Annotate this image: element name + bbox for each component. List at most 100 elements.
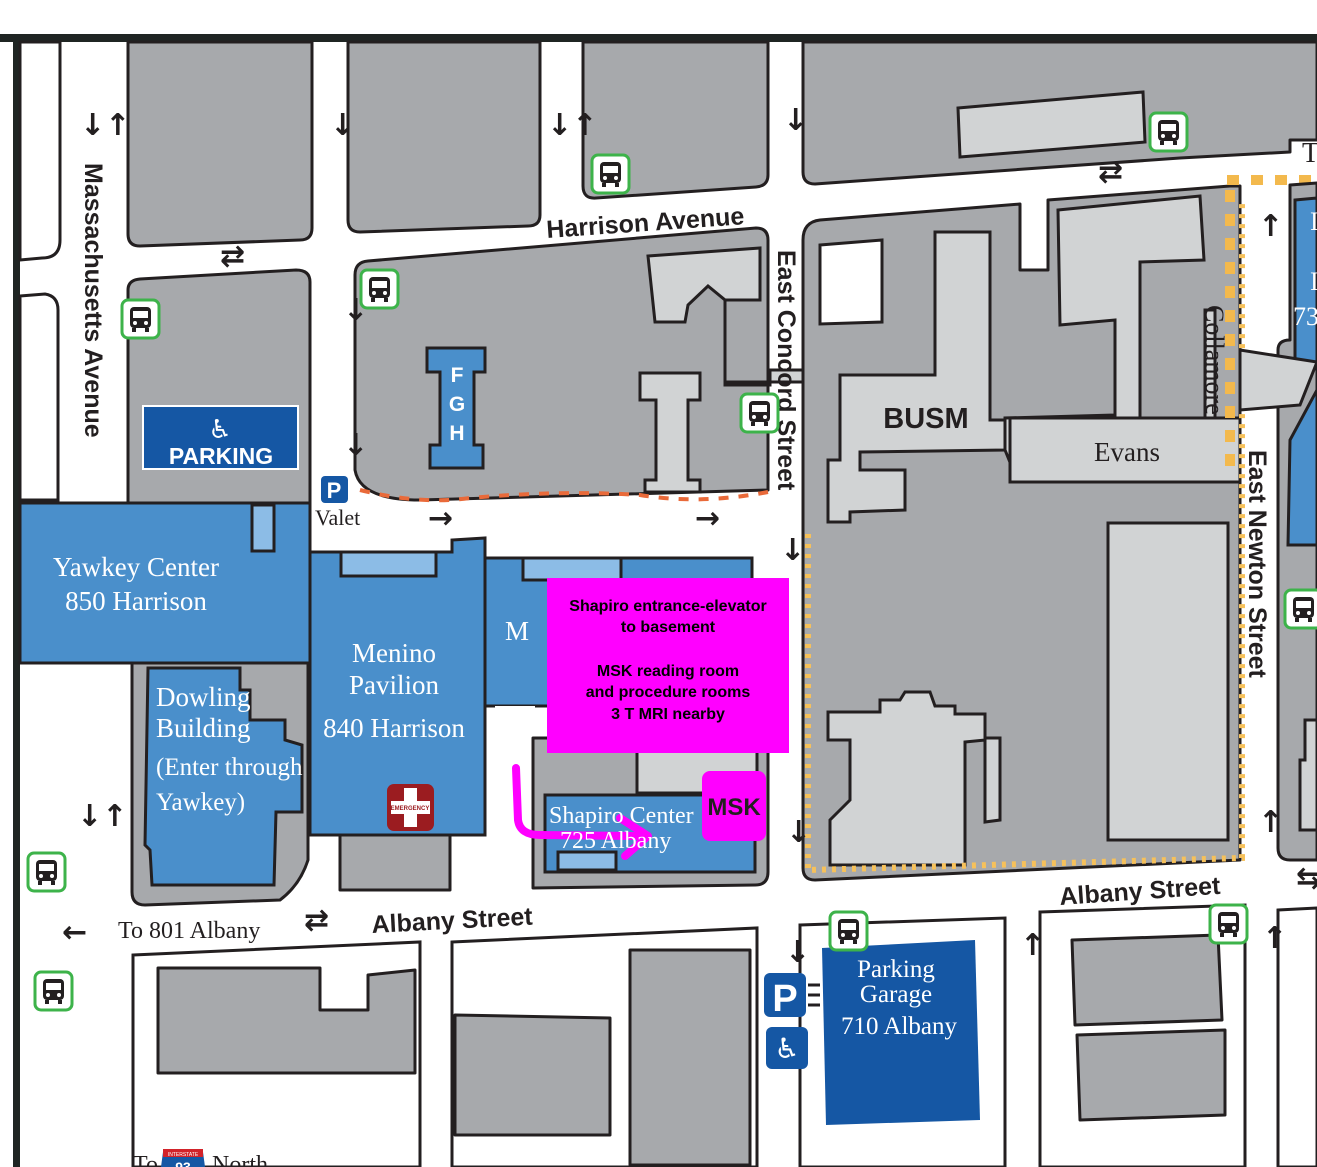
garage-parking-sign: P ♿ [764,973,820,1069]
traffic-direction-arrow-icon: → [428,501,453,536]
shapiro-address: 725 Albany [560,828,671,854]
building [156,966,417,1075]
street-label-massachusetts-avenue: Massachusetts Avenue [79,163,107,438]
dowling-label: Building [156,713,251,743]
interstate-93-shield: INTERSTATE 93 [161,1149,205,1167]
building [1075,1028,1227,1122]
building-label-fragment: I [1310,207,1317,236]
menino-label: Menino [352,638,436,668]
valet-label: Valet [315,505,360,530]
valet-parking-sign: P Valet [315,476,360,530]
traffic-direction-arrow-icon: ↑ [1020,928,1045,963]
traffic-direction-arrow-icon: ⇄ [304,903,329,938]
traffic-direction-arrow-icon: ↑ [1262,921,1287,956]
building [453,1013,612,1137]
traffic-arrows: ↓↑↓↓↑↓⇄⇄↓↓↓→→↑↓↑↓↑⇄←↓↑↑⇆ [62,103,1317,970]
to-801-albany-label: To 801 Albany [118,918,260,944]
traffic-direction-arrow-icon: ⇆ [1296,861,1317,896]
fgh-label: F [451,364,464,387]
map-left-border [13,34,20,1167]
parking-garage-building [822,940,980,1125]
traffic-direction-arrow-icon: ⇄ [1098,155,1123,190]
traffic-direction-arrow-icon: ↓↑ [547,108,597,143]
street-label-fragment: T [1302,138,1317,169]
msk-route-annotation: Shapiro entrance-elevator to basement MS… [512,578,789,860]
dowling-note: (Enter through [156,754,303,781]
north-label: North [212,1152,268,1167]
building [628,948,752,1167]
bus-stop-icon [120,298,161,340]
bus-stop-icon [1208,903,1249,945]
to-93-label: To [133,1152,158,1167]
parking-p-icon: P [772,978,797,1020]
yawkey-label: Yawkey Center [53,552,219,582]
building [250,503,276,553]
annotation-line: MSK reading room [597,663,739,680]
bus-stop-icon [828,910,869,952]
block [126,40,314,248]
emergency-label: EMERGENCY [391,806,430,812]
building [818,238,884,326]
building-label-fragment: I [1310,267,1317,296]
route-arrow [512,764,652,860]
msk-label: MSK [707,794,761,821]
menino-label: Pavilion [349,670,440,700]
block [346,40,542,234]
block [18,292,60,502]
building [556,850,618,872]
annotation-line: and procedure rooms [586,684,751,701]
property-boundary [805,200,1245,874]
building-label-fragment: 73 [1293,302,1317,331]
annotation-line: Shapiro entrance-elevator [569,598,766,615]
dowling-building [143,666,304,887]
building [638,371,702,494]
dowling-note: Yawkey) [156,789,245,816]
traffic-direction-arrow-icon: ↓ [780,533,805,568]
block [18,40,62,262]
fgh-label: H [449,422,464,445]
evans-building [1008,416,1242,484]
traffic-direction-arrow-icon: ↓ [343,293,368,328]
annotation-box [547,578,789,753]
yawkey-address: 850 Harrison [65,586,207,616]
map-top-border [0,34,1317,42]
building [1070,933,1224,1027]
block [1276,906,1317,1167]
interstate-number: 93 [175,1159,191,1167]
menino-address: 840 Harrison [323,713,465,743]
annotation-line: 3 T MRI nearby [611,706,725,723]
bus-stop-icon [359,268,400,310]
interstate-label: INTERSTATE [168,1152,199,1158]
garage-label: Garage [860,981,932,1008]
parking-label: PARKING [169,443,273,469]
annotation-line: to basement [621,619,716,636]
accessible-parking-sign: ♿ PARKING [142,405,299,470]
traffic-direction-arrow-icon: ↓ [343,428,368,463]
dowling-label: Dowling [156,682,251,712]
traffic-direction-arrow-icon: ← [62,915,87,950]
msk-marker [702,771,766,841]
building-label-fragment: M [505,616,529,646]
building [1106,521,1230,842]
bus-stop-icon [26,851,67,893]
fgh-building [425,346,487,470]
traffic-direction-arrow-icon: ↓ [330,108,355,143]
collamore-boundary [1225,175,1317,470]
building [1298,718,1317,832]
street-label-east-concord-street: East Concord Street [772,250,800,491]
building [646,246,840,387]
traffic-direction-arrow-icon: → [695,501,720,536]
shapiro-label: Shapiro Center [549,803,694,829]
evans-label: Evans [1094,437,1160,467]
street-label-east-newton-street: East Newton Street [1243,450,1271,679]
bus-stops [26,111,1317,1012]
block [338,833,452,892]
traffic-direction-arrow-icon: ↓ [785,935,810,970]
emergency-sign: EMERGENCY [387,784,434,831]
street-label-albany-street: Albany Street [1058,872,1221,911]
traffic-direction-arrow-icon: ↑ [1258,805,1283,840]
traffic-direction-arrow-icon: ↓↑ [77,799,127,834]
building [1238,348,1317,412]
street-label-albany-street: Albany Street [371,903,534,939]
